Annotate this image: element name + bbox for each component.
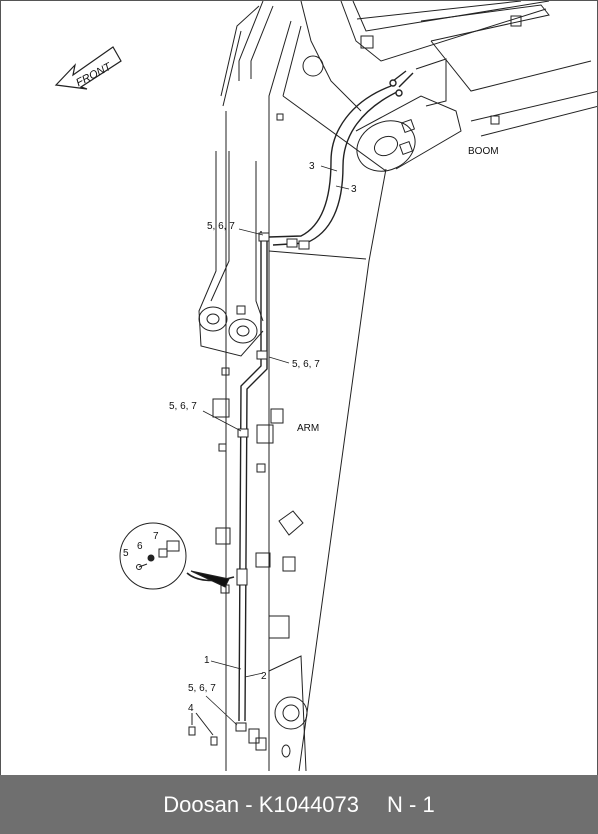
arm-structure: ARM (198, 1, 387, 772)
footer-bar: Doosan - K1044073 N - 1 (0, 775, 598, 834)
callout-567-mid-right: 5, 6, 7 (292, 359, 320, 370)
boom-label: BOOM (468, 146, 499, 157)
footer-page: N - 1 (387, 791, 435, 817)
leader-lines (202, 165, 350, 726)
callout-4: 4 (188, 703, 194, 714)
front-arrow: FRONT (54, 46, 122, 90)
boom-structure: BOOM (300, 1, 597, 172)
bottom-fittings (188, 712, 218, 746)
hose-clamps (235, 232, 310, 732)
callout-3-upper: 3 (309, 161, 315, 172)
detail-callout-6: 6 (137, 541, 143, 552)
detail-callout-7: 7 (153, 531, 159, 542)
callout-567-bottom: 5, 6, 7 (188, 683, 216, 694)
hydraulic-hoses (238, 70, 414, 722)
callout-3-lower: 3 (351, 184, 357, 195)
detail-callout-5: 5 (123, 548, 129, 559)
footer-separator: - (239, 791, 259, 817)
detail-bubble: 5 6 7 (119, 522, 235, 590)
callout-1: 1 (204, 655, 210, 666)
callout-567-mid-left: 5, 6, 7 (169, 401, 197, 412)
callout-567-top: 5, 6, 7 (207, 221, 235, 232)
footer-part-number: K1044073 (258, 791, 360, 817)
arm-label: ARM (297, 423, 319, 434)
footer-brand: Doosan (163, 791, 240, 817)
parts-diagram: FRONT BOOM (54, 1, 597, 772)
callout-2: 2 (261, 671, 267, 682)
